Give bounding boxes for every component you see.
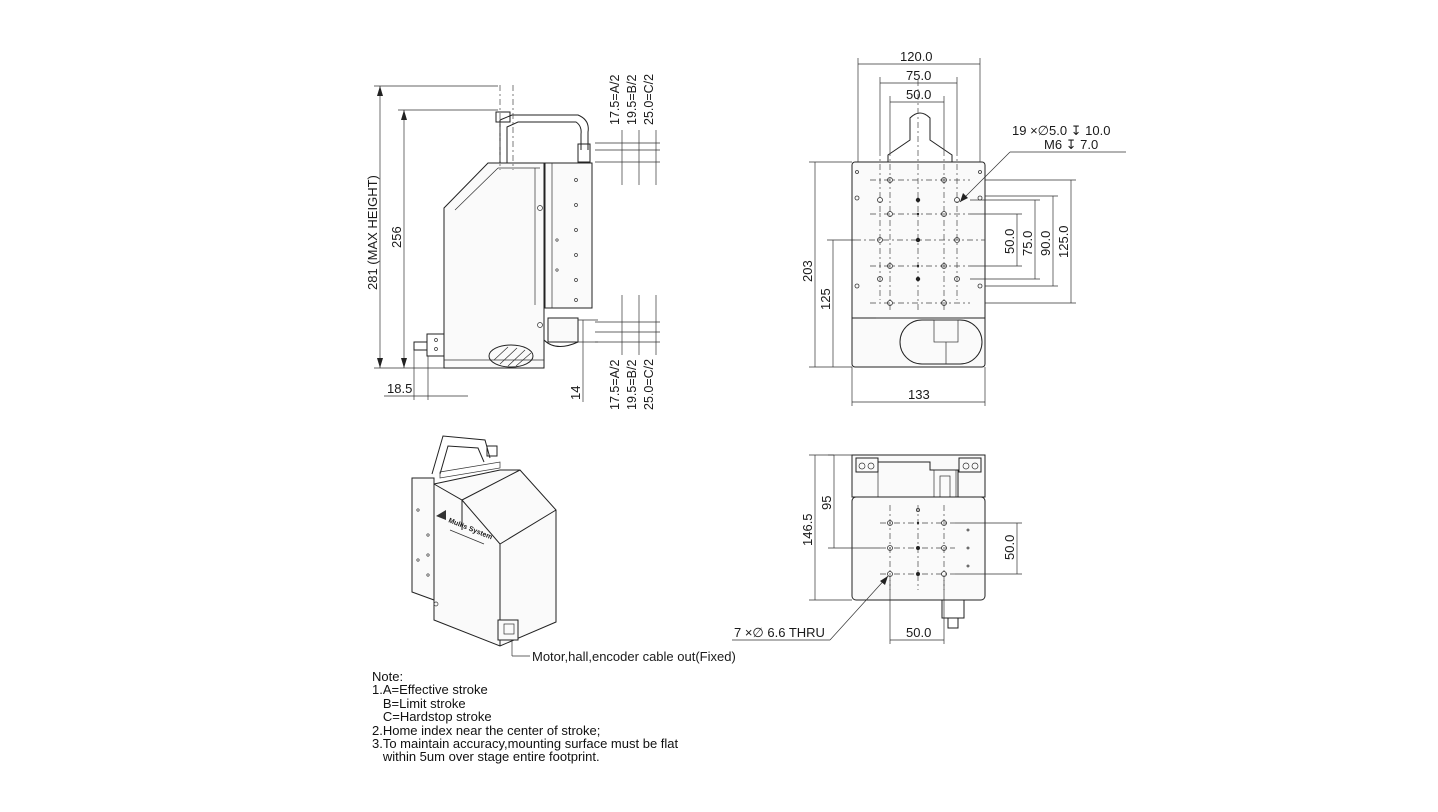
dim-203: 203 (800, 260, 815, 282)
cable-label: Motor,hall,encoder cable out(Fixed) (532, 649, 736, 664)
stroke-top-a: 17.5=A/2 (608, 75, 622, 125)
dim-75-right: 75.0 (1020, 231, 1035, 256)
note-line: within 5um over stage entire footprint. (372, 749, 600, 765)
dim-125-left: 125 (818, 288, 833, 310)
notes-heading: Note: (372, 669, 404, 684)
dim-height-256: 256 (389, 226, 404, 248)
bottom-view: 95 146.5 50.0 50.0 7 ×∅ 6.6 THRU (732, 454, 1022, 644)
dim-50-right: 50.0 (1002, 229, 1017, 254)
stroke-bottom-c: 25.0=C/2 (642, 359, 656, 410)
dim-50-bottom-v: 50.0 (1002, 535, 1017, 560)
thru-callout: 7 ×∅ 6.6 THRU (734, 625, 825, 640)
dim-18-5: 18.5 (387, 381, 412, 396)
top-view: 120.0 75.0 50.0 19 ×∅5.0 ↧ 10.0 M6 ↧ 7.0… (800, 49, 1126, 406)
dim-90: 90.0 (1038, 231, 1053, 256)
note-line: B=Limit stroke (372, 695, 466, 711)
stroke-bottom-b: 19.5=B/2 (625, 360, 639, 410)
note-line: 3.To maintain accuracy,mounting surface … (372, 736, 679, 752)
dim-max-height: 281 (MAX HEIGHT) (365, 175, 380, 290)
dim-50-bottom-h: 50.0 (906, 625, 931, 640)
hole-callout-1: 19 ×∅5.0 ↧ 10.0 (1012, 123, 1110, 138)
dim-95: 95 (819, 496, 834, 510)
stroke-bottom-a: 17.5=A/2 (608, 360, 622, 410)
note-line: 1.A=Effective stroke (372, 682, 488, 698)
dim-14: 14 (568, 386, 583, 400)
stroke-top-c: 25.0=C/2 (642, 74, 656, 125)
side-view: 281 (MAX HEIGHT) 256 18.5 14 17.5=A/2 19… (365, 74, 660, 410)
dim-146-5: 146.5 (800, 513, 815, 546)
dim-125-right: 125.0 (1056, 225, 1071, 258)
stroke-top-b: 19.5=B/2 (625, 75, 639, 125)
dim-133: 133 (908, 387, 930, 402)
note-line: 2.Home index near the center of stroke; (372, 722, 601, 738)
notes-block: Note: 1.A=Effective stroke B=Limit strok… (372, 670, 678, 764)
note-line: C=Hardstop stroke (372, 709, 492, 725)
dim-75-top: 75.0 (906, 68, 931, 83)
dim-50-top: 50.0 (906, 87, 931, 102)
iso-view: Mullis System Motor,hall,encoder cable o… (411, 435, 736, 664)
dim-120: 120.0 (900, 49, 933, 64)
hole-callout-2: M6 ↧ 7.0 (1044, 137, 1098, 152)
